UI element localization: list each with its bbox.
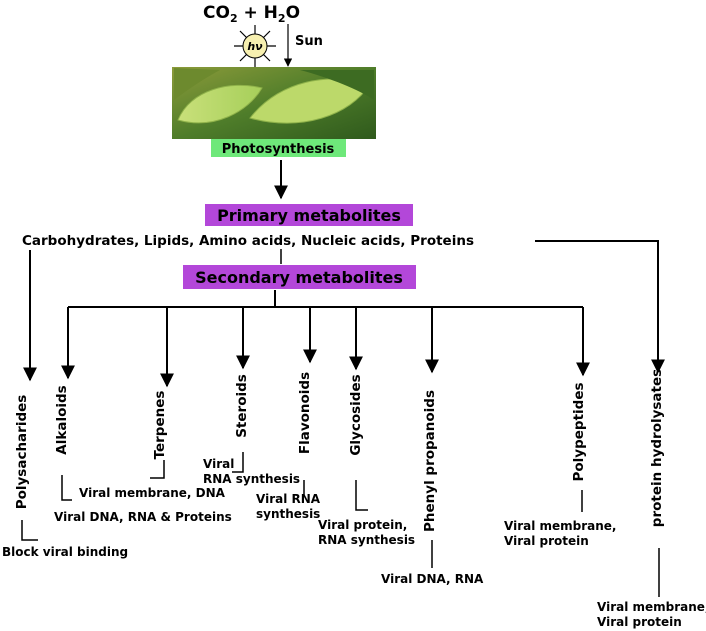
effect-polypeptides-1: Viral membrane,: [504, 519, 617, 533]
primary-metabolites-label: Primary metabolites: [217, 206, 401, 225]
effect-steroids-1: Viral: [203, 457, 234, 471]
leaf-photo: [172, 67, 376, 139]
branch-terpenes: Terpenes: [152, 391, 168, 460]
primary-metabolites-list: Carbohydrates, Lipids, Amino acids, Nucl…: [22, 233, 474, 249]
effect-glycosides-2: RNA synthesis: [318, 533, 415, 547]
sun-label: Sun: [295, 34, 323, 49]
effect-flavonoids-1: Viral RNA: [256, 492, 321, 506]
formula-text: CO2 + H2O: [203, 3, 300, 25]
branch-phenyl-propanoids: Phenyl propanoids: [422, 390, 438, 532]
effect-polysacharides: Block viral binding: [2, 545, 128, 559]
branch-protein-hydrolysates: protein hydrolysates: [649, 369, 665, 527]
effect-steroids-2: RNA synthesis: [203, 472, 300, 486]
secondary-metabolites-label: Secondary metabolites: [195, 268, 403, 287]
effect-flavonoids-2: synthesis: [256, 507, 320, 521]
effect-glycosides-1: Viral protein,: [318, 518, 407, 532]
branch-alkaloids: Alkaloids: [54, 385, 70, 454]
effect-polypeptides-2: Viral protein: [504, 534, 589, 548]
protein-hydrolysates-connector: [535, 240, 665, 374]
hv-label: hν: [247, 40, 263, 53]
branch-steroids: Steroids: [234, 374, 250, 438]
branch-glycosides: Glycosides: [348, 374, 364, 455]
branch-polysacharides: Polysacharides: [14, 395, 30, 510]
effect-protein-hydrolysates-2: Viral protein: [597, 615, 682, 629]
branch-flavonoids: Flavonoids: [297, 372, 313, 454]
effect-phenyl-propanoids: Viral DNA, RNA: [381, 572, 484, 586]
photosynthesis-box: [211, 139, 346, 157]
branch-polypeptides: Polypeptides: [571, 382, 587, 481]
sun-icon: hν: [234, 25, 276, 67]
photosynthesis-label: Photosynthesis: [222, 142, 335, 157]
primary-metabolites-box: [205, 204, 413, 226]
effect-protein-hydrolysates-1: Viral membrane,: [597, 600, 706, 614]
effect-alkaloids: Viral DNA, RNA & Proteins: [54, 510, 232, 524]
effect-terpenes: Viral membrane, DNA: [79, 486, 226, 500]
secondary-metabolites-box: [183, 265, 416, 289]
